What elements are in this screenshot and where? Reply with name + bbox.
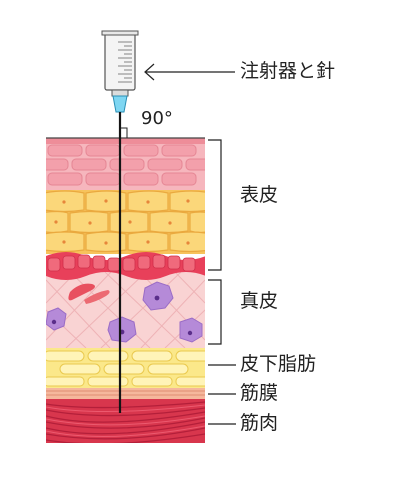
epidermis-top-layer — [46, 138, 205, 190]
muscle-layer — [46, 399, 205, 443]
epidermis-bracket — [208, 139, 222, 271]
tissue-layers — [46, 138, 205, 443]
epidermis-yellow-layer — [46, 190, 205, 254]
label-fascia: 筋膜 — [240, 382, 279, 404]
basal-layer — [46, 252, 205, 280]
label-dermis: 真皮 — [240, 290, 279, 312]
syringe-arrow-head — [144, 63, 155, 81]
label-syringe-needle: 注射器と針 — [240, 60, 336, 82]
dermis-cells — [46, 281, 203, 343]
dermis-bracket — [208, 279, 222, 345]
blood-vessel — [68, 283, 110, 304]
fascia-layer — [46, 388, 205, 399]
syringe — [101, 30, 139, 97]
label-angle: 90° — [141, 108, 173, 129]
label-muscle: 筋肉 — [240, 412, 279, 434]
needle-hub — [112, 95, 128, 113]
subcutaneous-fat-layer — [46, 348, 205, 388]
leader-lines — [144, 63, 236, 425]
label-epidermis: 表皮 — [240, 184, 279, 206]
label-subcutaneous-fat: 皮下脂肪 — [240, 353, 317, 375]
right-angle-marker — [121, 127, 128, 138]
